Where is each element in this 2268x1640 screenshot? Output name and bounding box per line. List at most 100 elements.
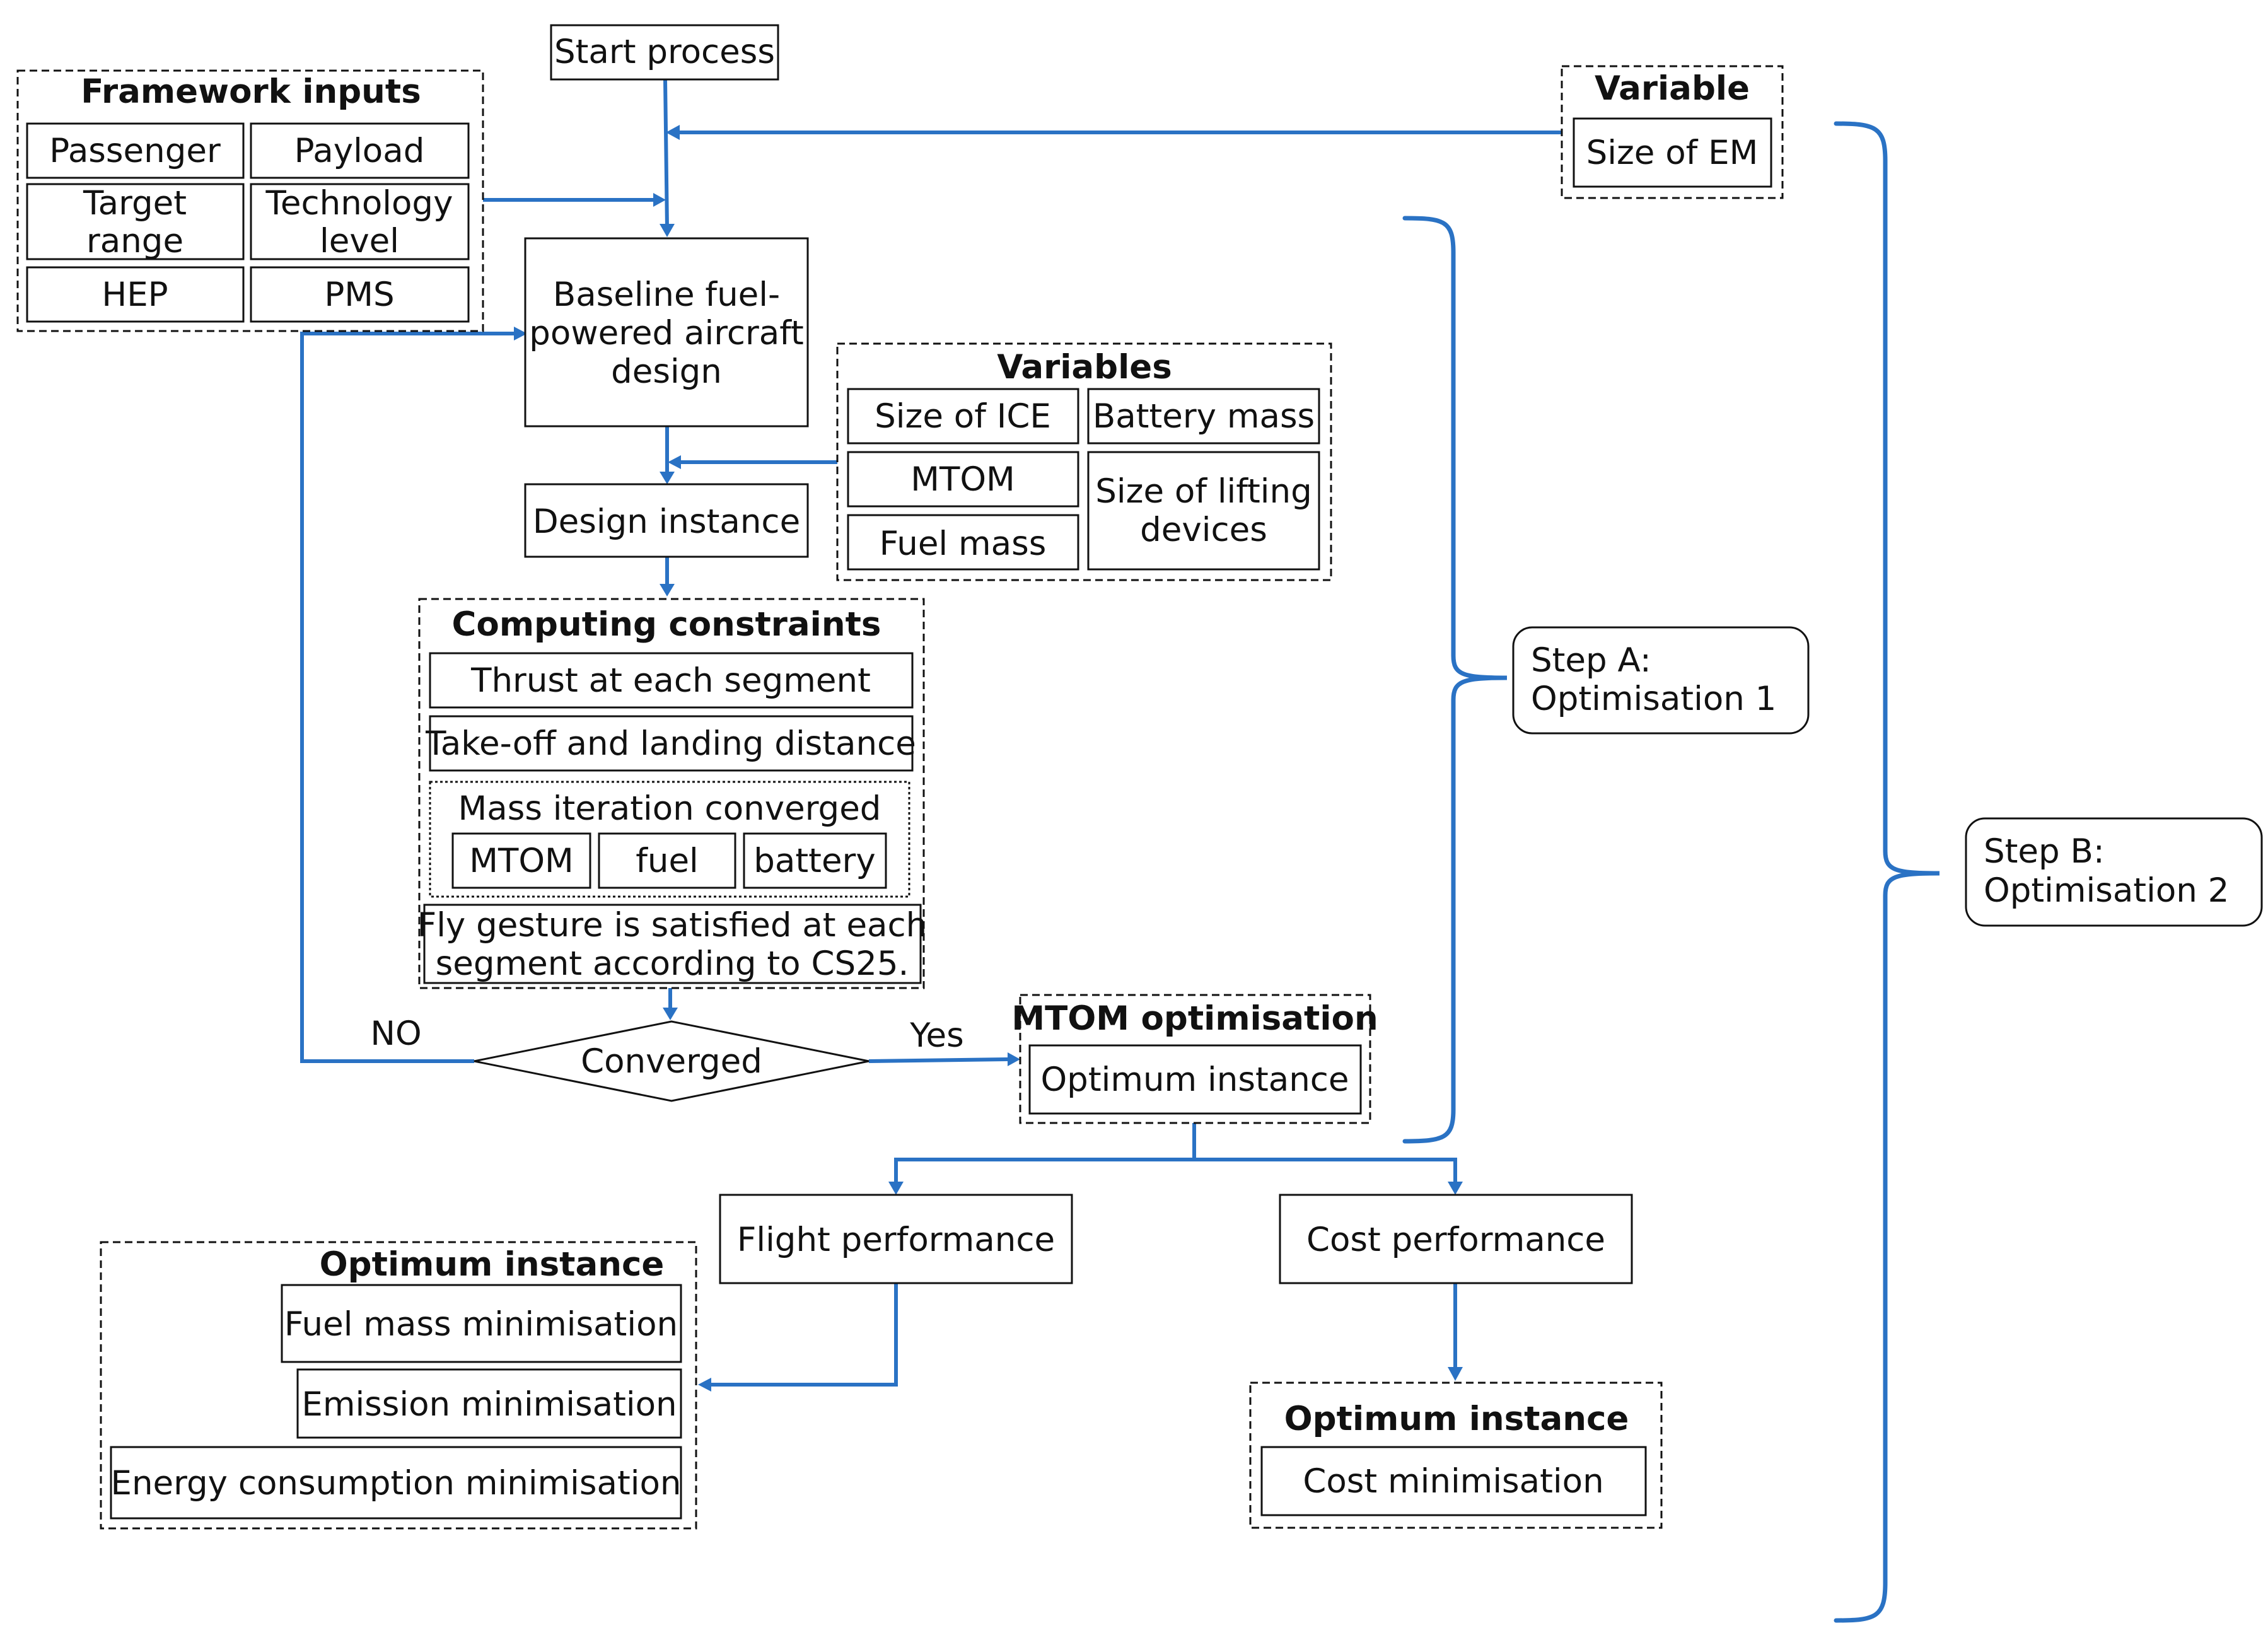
mass-mtom-label: MTOM [469, 842, 574, 880]
baseline-label-3: design [611, 352, 722, 391]
passenger-box [26, 122, 245, 179]
flow-no-loop [300, 332, 514, 1063]
mass-battery-label: battery [753, 842, 875, 880]
fuel-mass-min-label: Fuel mass minimisation [284, 1305, 678, 1344]
lifting-devices-box [1087, 451, 1320, 571]
connectors [300, 79, 1562, 1392]
pms-label: PMS [324, 276, 394, 314]
size-em-label: Size of EM [1586, 134, 1759, 172]
fuel-mass-label: Fuel mass [880, 525, 1047, 563]
brace-step-a [1402, 216, 1508, 1144]
start-box [550, 24, 779, 81]
technology-level-label-1: Technology [265, 184, 453, 223]
design-instance-label: Design instance [533, 503, 800, 541]
flow-start-to-baseline [663, 79, 669, 229]
energy-min-label: Energy consumption minimisation [110, 1464, 681, 1503]
flight-performance-box [719, 1194, 1073, 1284]
brace-step-b [1834, 121, 1940, 1623]
mass-iteration-frame [429, 781, 910, 898]
payload-box [250, 122, 470, 179]
arrowhead [514, 327, 527, 340]
arrowhead [660, 224, 675, 237]
step-b-label-2: Optimisation 2 [1984, 871, 2229, 910]
energy-min-box [110, 1446, 682, 1520]
technology-level-box [250, 183, 470, 260]
flow-yes [868, 1057, 1008, 1063]
variable-em-frame [1561, 65, 1784, 199]
constraints-title: Computing constraints [452, 605, 881, 644]
mtom-optimisation-group: MTOM optimisation Optimum instance [1011, 994, 1378, 1124]
mass-iteration-label: Mass iteration converged [458, 789, 881, 828]
cost-performance-label: Cost performance [1306, 1221, 1605, 1259]
framework-inputs-title: Framework inputs [81, 73, 421, 111]
flow-split [894, 1123, 1457, 1183]
variable-em-title: Variable [1595, 69, 1750, 108]
baseline-design-box [524, 237, 809, 427]
arrowhead [660, 472, 675, 484]
arrowhead [666, 125, 680, 140]
size-em-box [1573, 117, 1772, 188]
variables-title: Variables [997, 348, 1172, 387]
arrowhead [660, 584, 675, 596]
arrowhead [668, 455, 681, 469]
baseline-label-2: powered aircraft [529, 314, 804, 352]
arrowhead [1448, 1182, 1463, 1195]
fly-gesture-label-2: segment according to CS25. [436, 945, 909, 983]
thrust-box [429, 652, 914, 709]
target-range-box [26, 183, 245, 260]
optimum-right-group: Optimum instance Cost minimisation [1249, 1381, 1663, 1529]
target-range-label-1: Target [83, 184, 187, 223]
framework-inputs-group: Framework inputs Passenger Payload Targe… [16, 69, 484, 332]
cost-min-box [1260, 1446, 1647, 1516]
emission-min-box [296, 1368, 682, 1439]
arrowhead [698, 1378, 711, 1392]
constraints-group: Computing constraints Thrust at each seg… [417, 598, 927, 989]
mtom-var-label: MTOM [910, 460, 1015, 499]
technology-level-label-2: level [320, 222, 399, 260]
takeoff-landing-box [429, 715, 914, 772]
target-range-label-2: range [86, 222, 183, 260]
arrowhead [663, 1008, 678, 1020]
mass-fuel-box [598, 832, 736, 889]
hep-box [26, 266, 245, 323]
mtom-optimum-box [1028, 1044, 1362, 1115]
battery-mass-box [1087, 388, 1320, 445]
step-a-label-2: Optimisation 1 [1531, 680, 1776, 718]
step-a-label-1: Step A: [1531, 641, 1651, 680]
step-b-box [1965, 817, 2263, 927]
emission-min-label: Emission minimisation [301, 1385, 677, 1424]
no-label: NO [370, 1015, 421, 1053]
mass-fuel-label: fuel [636, 842, 699, 880]
optimum-right-frame [1249, 1381, 1663, 1529]
arrowhead [888, 1182, 904, 1195]
takeoff-landing-label: Take-off and landing distance [425, 724, 916, 763]
optimum-left-frame [100, 1241, 697, 1530]
cost-performance-box [1279, 1194, 1633, 1284]
payload-label: Payload [294, 132, 425, 170]
constraints-frame [418, 598, 925, 989]
arrowhead [1008, 1052, 1020, 1066]
cost-min-label: Cost minimisation [1303, 1462, 1603, 1501]
hep-label: HEP [102, 276, 168, 314]
mass-mtom-box [451, 832, 591, 889]
mtom-optimisation-frame [1019, 994, 1371, 1124]
size-ice-label: Size of ICE [875, 397, 1051, 436]
optimum-left-title: Optimum instance [320, 1245, 665, 1284]
variable-em-group: Variable Size of EM [1561, 65, 1784, 199]
lifting-devices-label-1: Size of lifting [1095, 472, 1312, 511]
start-label: Start process [554, 33, 775, 71]
fly-gesture-box [423, 904, 922, 984]
design-instance-box [524, 483, 809, 558]
optimum-left-group: Optimum instance Fuel mass minimisation … [100, 1241, 697, 1530]
optimum-right-title: Optimum instance [1284, 1400, 1629, 1438]
thrust-label: Thrust at each segment [470, 661, 871, 700]
arrowhead [653, 193, 666, 207]
flight-performance-label: Flight performance [737, 1221, 1055, 1259]
mtom-optimisation-title: MTOM optimisation [1011, 999, 1378, 1038]
baseline-label-1: Baseline fuel- [553, 276, 780, 314]
mtom-var-box [847, 451, 1079, 508]
step-a-box [1512, 626, 1810, 735]
battery-mass-label: Battery mass [1093, 397, 1315, 436]
variables-frame [836, 342, 1332, 581]
